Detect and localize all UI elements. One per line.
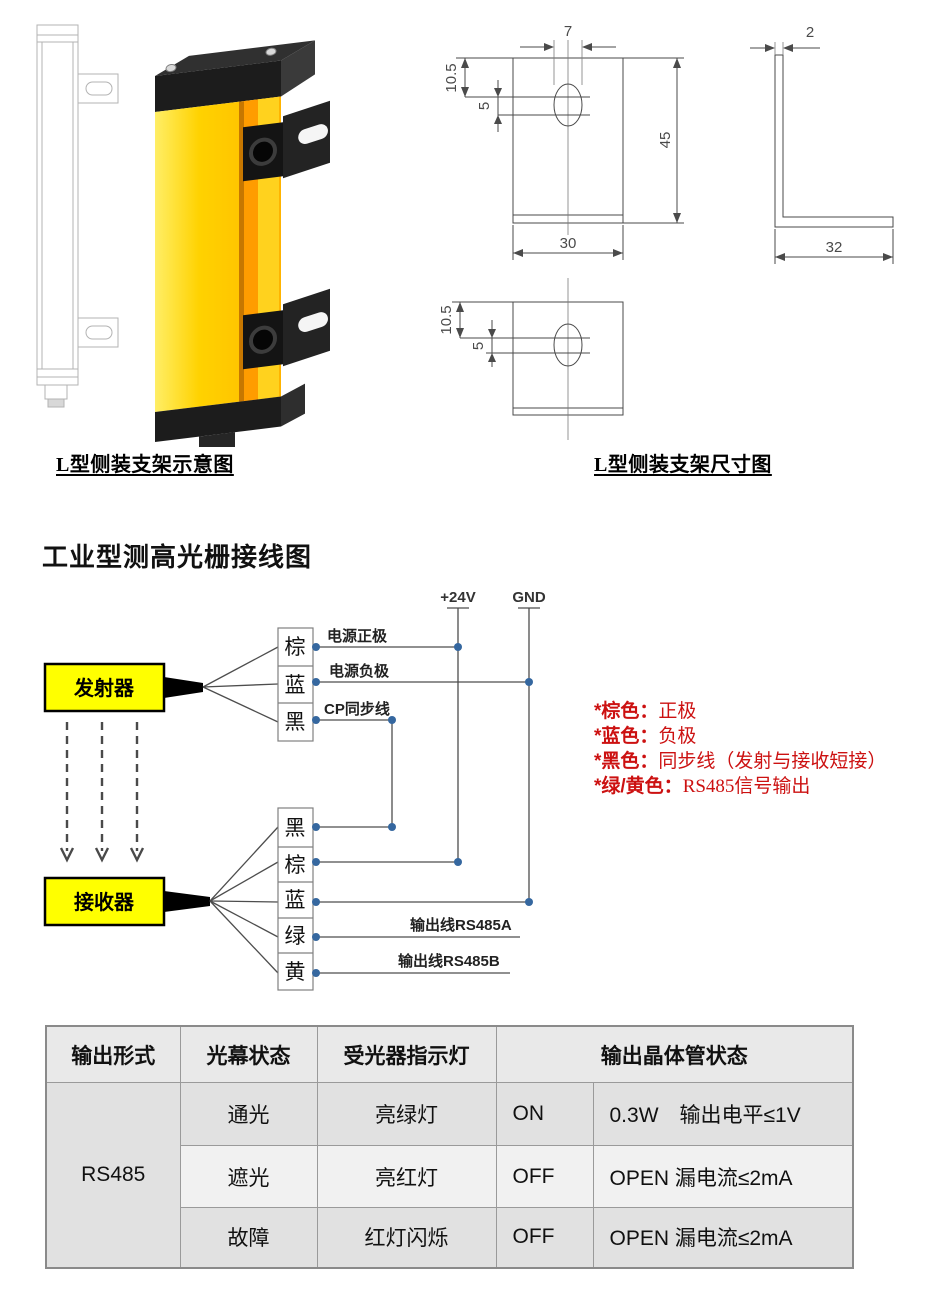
rail-gnd-label: GND — [512, 589, 546, 606]
dim-depth: 32 — [826, 239, 843, 256]
output-status-table: 输出形式 光幕状态 受光器指示灯 输出晶体管状态 RS485 通光 亮绿灯 ON… — [45, 1025, 854, 1269]
dim-thickness: 2 — [806, 24, 814, 41]
transmitter-box — [43, 662, 166, 713]
dimension-caption: L型侧装支架尺寸图 — [594, 454, 772, 476]
dim-hole-top-offset: 10.5 — [443, 63, 460, 92]
dim-height: 45 — [657, 132, 674, 149]
dim-hole-pitch: 5 — [470, 342, 487, 350]
header-indicator: 受光器指示灯 — [316, 1025, 497, 1083]
bracket-side-view: 2 32 — [750, 24, 894, 264]
note-green-yellow: *绿/黄色：RS485信号输出 — [594, 776, 811, 797]
bracket-dimension-drawings: 7 10.5 5 45 — [438, 23, 894, 440]
rail-24v-label: +24V — [440, 589, 475, 606]
table-header-row: 输出形式 光幕状态 受光器指示灯 输出晶体管状态 — [45, 1025, 854, 1083]
cell-level: ON — [495, 1082, 594, 1146]
tx-wire-brown: 棕 — [285, 636, 306, 659]
cell-output-type: RS485 — [45, 1082, 181, 1268]
note-black: *黑色：同步线（发射与接收短接） — [594, 751, 887, 772]
l-bracket-bottom — [243, 285, 330, 370]
receiver-label: 接收器 — [74, 890, 135, 914]
header-transistor-state: 输出晶体管状态 — [495, 1025, 854, 1083]
rx-wire-blue: 蓝 — [285, 889, 306, 912]
receiver-wire-cells: 黑 棕 蓝 绿 黄 — [277, 807, 314, 991]
signal-power-positive: 电源正极 — [327, 627, 388, 645]
table-row: 故障 红灯闪烁 OFF OPEN 漏电流≤2mA — [46, 1207, 854, 1268]
cell-curtain-state: 遮光 — [179, 1145, 318, 1208]
cell-level: OFF — [495, 1145, 594, 1208]
output-rs485b-label: 输出线RS485B — [398, 952, 500, 970]
cell-indicator: 红灯闪烁 — [316, 1207, 497, 1268]
cell-detail: OPEN 漏电流≤2mA — [592, 1207, 854, 1268]
light-beam-arrows — [59, 722, 145, 863]
sensor-bottom-cap — [155, 396, 281, 442]
wire-color-notes: *棕色：正极 *蓝色：负极 *黑色：同步线（发射与接收短接） *绿/黄色：RS4… — [594, 699, 886, 799]
bracket-top-view: 10.5 5 — [438, 278, 624, 440]
wiring-diagram: +24V GND 发射器 棕 蓝 黑 电源正极 电源负极 CP同步线 — [43, 589, 546, 991]
note-brown: *棕色：正极 — [594, 701, 697, 722]
sensor-3d-rendering — [155, 40, 330, 447]
rx-wire-brown: 棕 — [285, 854, 306, 877]
cell-detail: OPEN 漏电流≤2mA — [592, 1145, 854, 1208]
table-row: 遮光 亮红灯 OFF OPEN 漏电流≤2mA — [46, 1145, 854, 1208]
dim-width: 30 — [560, 235, 577, 252]
transmitter-label: 发射器 — [73, 676, 135, 700]
wireframe-bracket-top — [77, 73, 119, 104]
junction-dots — [312, 643, 533, 977]
receiver-cable — [164, 891, 210, 912]
sensor-top-cap — [155, 60, 281, 112]
m12-connector — [199, 432, 235, 447]
cell-indicator: 亮红灯 — [316, 1145, 497, 1208]
cell-level: OFF — [495, 1207, 594, 1268]
dim-hole-pitch: 5 — [476, 102, 493, 110]
signal-cp-sync: CP同步线 — [324, 700, 390, 718]
transmitter-wire-cells: 棕 蓝 黑 — [277, 627, 314, 742]
rx-wire-black: 黑 — [285, 817, 306, 840]
bracket-front-view: 7 10.5 5 45 — [443, 23, 684, 260]
cell-curtain-state: 通光 — [179, 1082, 318, 1146]
light-curtain-product-illustration — [36, 24, 330, 447]
wireframe-sensor-drawing — [36, 24, 119, 408]
output-rs485a-label: 输出线RS485A — [410, 916, 512, 934]
illustration-caption: L型侧装支架示意图 — [56, 454, 234, 476]
header-output-type: 输出形式 — [45, 1025, 181, 1083]
dim-slot-width: 7 — [564, 23, 572, 40]
screw — [265, 47, 277, 56]
note-blue: *蓝色：负极 — [594, 726, 697, 747]
tx-wire-blue: 蓝 — [285, 674, 306, 697]
screw — [165, 63, 177, 73]
table-row: RS485 通光 亮绿灯 ON 0.3W 输出电平≤1V — [45, 1082, 854, 1268]
wiring-section-heading: 工业型测高光栅接线图 — [42, 542, 313, 572]
transmitter-cable — [164, 677, 203, 698]
tx-wire-black: 黑 — [285, 711, 306, 734]
dim-hole-top-offset: 10.5 — [438, 305, 455, 334]
l-bracket-top — [243, 97, 330, 182]
cell-curtain-state: 故障 — [179, 1207, 318, 1268]
wireframe-bracket-bottom — [77, 317, 119, 348]
cell-indicator: 亮绿灯 — [316, 1082, 497, 1146]
rx-wire-green: 绿 — [285, 925, 306, 948]
rx-wire-yellow: 黄 — [285, 961, 306, 984]
header-curtain-state: 光幕状态 — [179, 1025, 318, 1083]
signal-power-negative: 电源负极 — [329, 662, 390, 680]
cell-detail: 0.3W 输出电平≤1V — [592, 1082, 854, 1146]
receiver-box — [43, 876, 166, 927]
